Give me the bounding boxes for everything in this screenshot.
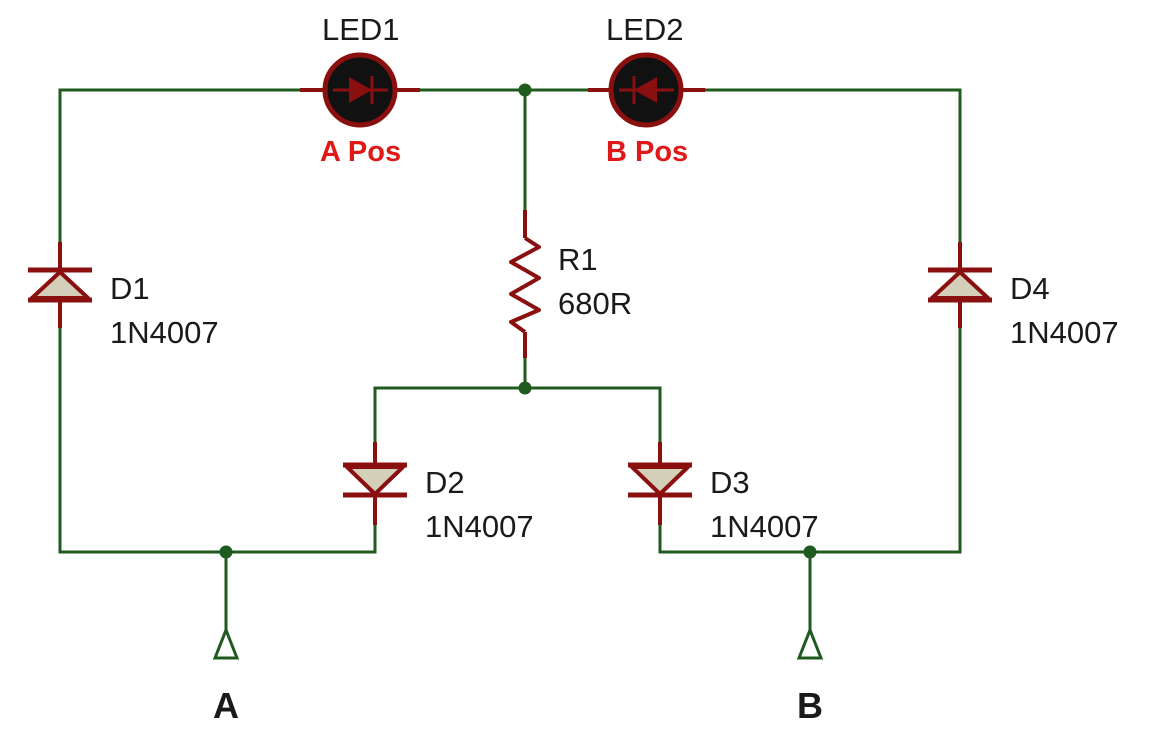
junction-a: [219, 545, 233, 559]
r1: [509, 210, 541, 358]
terminal-a-label: A: [213, 685, 239, 726]
d3-body: [630, 465, 690, 496]
terminal-b-symbol: [796, 625, 824, 660]
d4: [928, 242, 992, 328]
wires: [58, 88, 962, 632]
terminal-b-label: B: [797, 685, 823, 726]
junction-top: [518, 83, 532, 97]
d2: [343, 442, 407, 525]
d3-value-label: 1N4007: [710, 509, 819, 544]
led1-name-label: A Pos: [320, 136, 401, 168]
d3: [628, 442, 692, 525]
led2: [588, 52, 705, 128]
d1: [28, 242, 92, 328]
d1-body: [30, 270, 90, 300]
junction-b: [803, 545, 817, 559]
wire-lower-branch: [373, 386, 662, 444]
terminal-a-symbol: [212, 625, 240, 660]
led1: [300, 52, 420, 128]
d1-value-label: 1N4007: [110, 315, 219, 350]
led2-ref-label: LED2: [606, 12, 684, 47]
d2-body: [345, 465, 405, 496]
junction-lower: [518, 381, 532, 395]
r1-ref-label: R1: [558, 242, 598, 277]
led2-name-label: B Pos: [606, 136, 688, 168]
d4-ref-label: D4: [1010, 271, 1050, 306]
d2-ref-label: D2: [425, 465, 465, 500]
r1-value-label: 680R: [558, 286, 632, 321]
wire-d1-to-a: [58, 326, 377, 554]
d2-value-label: 1N4007: [425, 509, 534, 544]
wire-top-right: [703, 88, 962, 244]
d4-body: [930, 270, 990, 300]
junctions: [219, 83, 817, 559]
r1-body: [509, 236, 541, 334]
led1-ref-label: LED1: [322, 12, 400, 47]
d4-value-label: 1N4007: [1010, 315, 1119, 350]
wire-top-left: [58, 88, 302, 244]
d3-ref-label: D3: [710, 465, 750, 500]
d1-ref-label: D1: [110, 271, 150, 306]
